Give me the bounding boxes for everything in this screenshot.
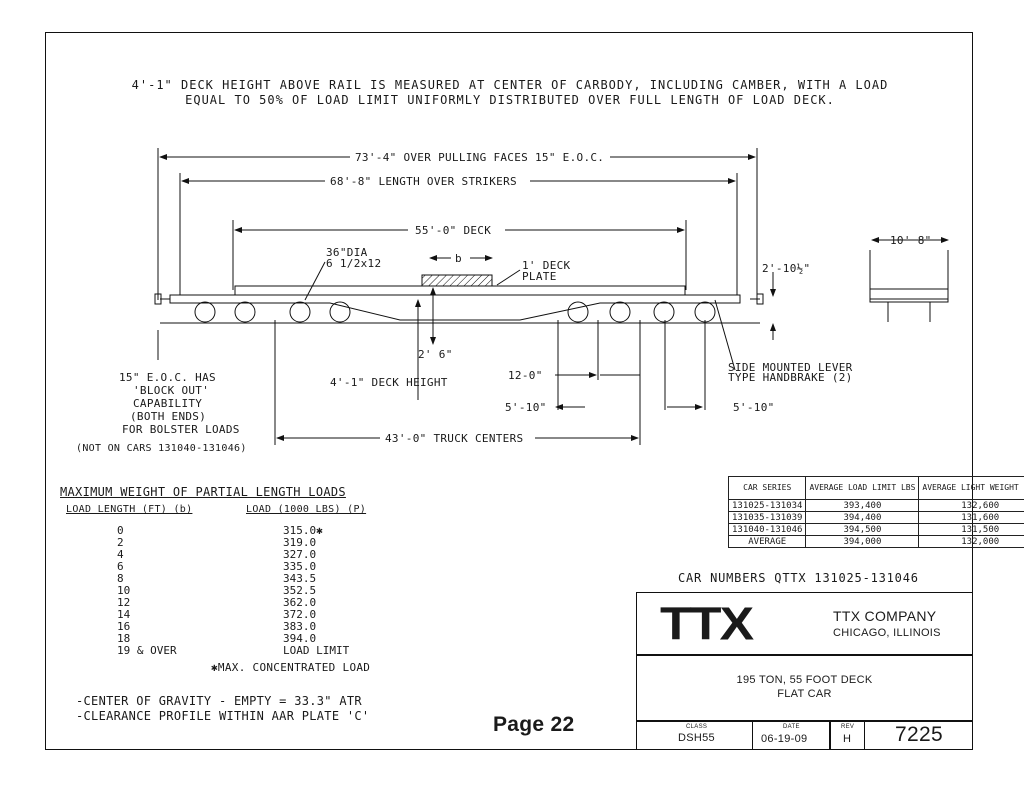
drawing-number: 7225	[895, 723, 943, 746]
load-weight-cell: 343.5	[283, 572, 317, 585]
right-truck-offset-dimension: 5'-10"	[733, 401, 775, 414]
load-weight-cell: 352.5	[283, 584, 317, 597]
end-height-dimension: 2'-10½"	[762, 262, 811, 275]
spec-table-cell: 132,000	[918, 535, 1024, 548]
load-limit-header: AVERAGE LOAD LIMIT LBS	[805, 476, 920, 500]
over-strikers-dimension: 68'-8" LENGTH OVER STRIKERS	[330, 175, 517, 188]
load-weight-cell: 319.0	[283, 536, 317, 549]
handbrake-label-line1: SIDE MOUNTED LEVER	[728, 361, 853, 374]
width-dimension: 10' 8"	[890, 234, 932, 247]
drawing-border	[45, 32, 973, 750]
class-label: CLASS	[686, 724, 708, 730]
eoc-exception-note: (NOT ON CARS 131040-131046)	[76, 443, 247, 454]
spec-table-cell: 131,500	[918, 523, 1024, 536]
eoc-note-line1: 15" E.O.C. HAS	[119, 371, 216, 384]
load-length-cell: 10	[117, 584, 131, 597]
spec-table-cell: 394,500	[805, 523, 920, 536]
max-concentrated-load-footnote: ✱MAX. CONCENTRATED LOAD	[211, 661, 371, 674]
company-city: CHICAGO, ILLINOIS	[833, 627, 941, 639]
car-description-line2: FLAT CAR	[777, 688, 832, 700]
deck-depth-dimension: 2' 6"	[418, 348, 453, 361]
spec-table-cell: 394,400	[805, 511, 920, 524]
wheel-diameter-label: 36"DIA	[326, 246, 368, 259]
spec-table-cell: 131,600	[918, 511, 1024, 524]
deck-plate-label-line2: PLATE	[522, 270, 557, 283]
car-description-line1: 195 TON, 55 FOOT DECK	[736, 674, 873, 686]
eoc-note-line4: (BOTH ENDS)	[130, 410, 207, 423]
load-length-cell: 19 & OVER	[117, 644, 177, 657]
load-weight-cell: 315.0✱	[283, 524, 323, 537]
load-weight-cell: 372.0	[283, 608, 317, 621]
load-length-cell: 12	[117, 596, 131, 609]
load-weight-cell: 327.0	[283, 548, 317, 561]
eoc-note-line2: 'BLOCK OUT'	[133, 384, 210, 397]
light-weight-header: AVERAGE LIGHT WEIGHT LBS	[918, 476, 1024, 500]
partial-loads-title: MAXIMUM WEIGHT OF PARTIAL LENGTH LOADS	[60, 485, 346, 499]
load-length-cell: 4	[117, 548, 124, 561]
center-of-gravity-note: -CENTER OF GRAVITY - EMPTY = 33.3" ATR	[76, 694, 362, 708]
rev-label: REV	[841, 724, 855, 730]
car-series-weight-table: CAR SERIES AVERAGE LOAD LIMIT LBS AVERAG…	[727, 476, 1024, 548]
spec-table-cell: 131035-131039	[727, 511, 807, 524]
spec-table-cell: AVERAGE	[727, 535, 807, 548]
load-weight-cell: LOAD LIMIT	[283, 644, 350, 657]
deck-height-note-line1: 4'-1" DECK HEIGHT ABOVE RAIL IS MEASURED…	[131, 78, 889, 92]
load-weight-cell: 394.0	[283, 632, 317, 645]
load-length-cell: 18	[117, 632, 131, 645]
rev-cell	[830, 721, 865, 750]
title-block-description	[636, 655, 973, 721]
truck-centers-dimension: 43'-0" TRUCK CENTERS	[385, 432, 524, 445]
deck-height-dimension: 4'-1" DECK HEIGHT	[330, 376, 448, 389]
load-length-b-label: b	[455, 252, 462, 265]
handbrake-label-line2: TYPE HANDBRAKE (2)	[728, 371, 853, 384]
spec-table-cell: 132,600	[918, 499, 1024, 512]
company-name: TTX COMPANY	[833, 608, 937, 624]
date-label: DATE	[783, 724, 800, 730]
date-value: 06-19-09	[761, 733, 808, 745]
date-cell	[752, 721, 830, 750]
class-value: DSH55	[678, 732, 715, 744]
load-weight-column-header: LOAD (1000 LBS) (P)	[246, 504, 367, 515]
load-length-column-header: LOAD LENGTH (FT) (b)	[66, 504, 193, 515]
car-series-header: CAR SERIES	[727, 476, 807, 500]
load-weight-cell: 362.0	[283, 596, 317, 609]
deck-length-dimension: 55'-0" DECK	[415, 224, 492, 237]
page-number-label: Page 22	[493, 713, 575, 736]
left-truck-offset-dimension: 5'-10"	[505, 401, 547, 414]
load-weight-cell: 383.0	[283, 620, 317, 633]
spec-table-cell: 131025-131034	[727, 499, 807, 512]
title-block-header	[636, 592, 973, 655]
ttx-logo: TTX	[660, 597, 754, 651]
rev-value: H	[843, 733, 852, 745]
spec-table-cell: 394,000	[805, 535, 920, 548]
load-length-cell: 0	[117, 524, 124, 537]
eoc-note-line5: FOR BOLSTER LOADS	[122, 423, 240, 436]
load-length-cell: 8	[117, 572, 124, 585]
load-length-cell: 16	[117, 620, 131, 633]
deck-height-note-line2: EQUAL TO 50% OF LOAD LIMIT UNIFORMLY DIS…	[185, 93, 835, 107]
deck-plate-label-line1: 1' DECK	[522, 259, 571, 272]
over-pulling-faces-dimension: 73'-4" OVER PULLING FACES 15" E.O.C.	[355, 151, 605, 164]
load-length-cell: 14	[117, 608, 131, 621]
load-length-cell: 6	[117, 560, 124, 573]
load-length-cell: 2	[117, 536, 124, 549]
car-numbers-label: CAR NUMBERS QTTX 131025-131046	[678, 571, 919, 585]
clearance-profile-note: -CLEARANCE PROFILE WITHIN AAR PLATE 'C'	[76, 709, 370, 723]
axle-spacing-dimension: 12-0"	[508, 369, 543, 382]
spec-table-cell: 393,400	[805, 499, 920, 512]
axle-size-label: 6 1/2x12	[326, 257, 382, 270]
eoc-note-line3: CAPABILITY	[133, 397, 203, 410]
load-weight-cell: 335.0	[283, 560, 317, 573]
spec-table-cell: 131040-131046	[727, 523, 807, 536]
